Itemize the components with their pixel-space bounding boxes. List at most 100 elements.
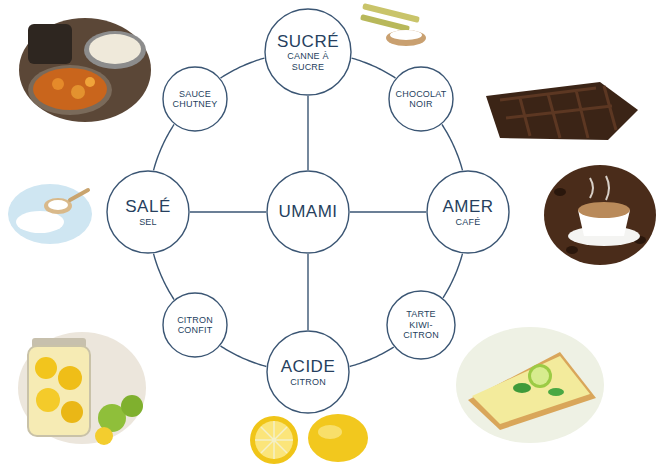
example-label: SEL: [125, 217, 170, 227]
circle-body: AMERCAFÉ: [426, 170, 510, 254]
mango-piece: [85, 77, 95, 87]
chocolate-photo: [486, 82, 638, 140]
example-label: CITRON: [281, 377, 335, 387]
circle-body: SALÉSEL: [106, 170, 190, 254]
tart-filling: [472, 356, 590, 424]
lemon-segments: [255, 421, 293, 459]
circle-content: SAUCE CHUTNEY: [169, 89, 222, 110]
circle-shape: [163, 293, 227, 357]
circle-body: UMAMI: [266, 170, 350, 254]
ring-connector: [190, 211, 266, 212]
spoon-bowl: [44, 198, 72, 214]
photo-ground: [8, 184, 92, 244]
coffee-bean: [554, 188, 566, 196]
chocolate-grooves: [500, 86, 616, 138]
chocolate-bar: [486, 82, 638, 140]
lemon: [58, 366, 82, 390]
circle-content: CITRON CONFIT: [169, 315, 222, 336]
dish-circle: CHOCOLAT NOIR: [388, 66, 454, 132]
circle-content: TARTE KIWI-CITRON: [395, 309, 448, 340]
circle-body: SUCRÉCANNE À SUCRE: [264, 8, 352, 96]
lemon: [95, 427, 113, 445]
example-label: SAUCE CHUTNEY: [169, 89, 222, 110]
lemon: [36, 388, 60, 412]
circle-content: AMERCAFÉ: [442, 197, 493, 227]
ring-connector: [220, 346, 266, 367]
lime-tart-photo: [456, 327, 604, 443]
ring-connector: [154, 254, 175, 300]
mint-leaf: [513, 383, 531, 393]
spoon-salt: [48, 200, 68, 210]
example-label: CHOCOLAT NOIR: [395, 89, 448, 110]
lemon-flesh: [255, 421, 293, 459]
lemon: [308, 414, 368, 462]
lime: [121, 395, 143, 417]
chutney-photo: [19, 18, 151, 122]
flavour-circle: SALÉSEL: [106, 170, 190, 254]
flavour-name: SALÉ: [125, 197, 170, 217]
ring-connector: [307, 96, 308, 170]
lemon: [61, 401, 83, 423]
circle-content: CHOCOLAT NOIR: [395, 89, 448, 110]
tart-crust: [468, 352, 596, 430]
ring-connector: [350, 211, 426, 212]
bowl-rim: [28, 65, 112, 115]
photo-ground: [456, 327, 604, 443]
flavour-name: ACIDE: [281, 357, 335, 377]
flavour-circle: AMERCAFÉ: [426, 170, 510, 254]
circle-shape: [267, 171, 349, 253]
ring-connector: [443, 254, 462, 298]
circle-content: UMAMI: [278, 202, 337, 222]
example-label: CITRON CONFIT: [169, 315, 222, 336]
lemons-photo: [250, 414, 368, 464]
circle-body: ACIDECITRON: [266, 330, 350, 414]
mango-piece: [71, 85, 85, 99]
flavour-circle: UMAMI: [266, 170, 350, 254]
ring-connector: [350, 347, 394, 366]
dish-circle: CITRON CONFIT: [162, 292, 228, 358]
lemon: [35, 357, 57, 379]
pot: [28, 24, 72, 64]
flavour-name: AMER: [442, 197, 493, 217]
flavour-circle: SUCRÉCANNE À SUCRE: [264, 8, 352, 96]
lemon-half: [250, 416, 298, 464]
example-label: TARTE KIWI-CITRON: [395, 309, 448, 340]
spoon-handle: [70, 190, 88, 200]
mango-piece: [52, 78, 64, 90]
circle-body: CITRON CONFIT: [162, 292, 228, 358]
sugar-bowl: [386, 30, 426, 46]
circle-content: SALÉSEL: [125, 197, 170, 227]
cane-stick: [360, 14, 410, 32]
circle-shape: [107, 171, 189, 253]
bowl-rim: [84, 31, 146, 69]
salt-pile: [16, 211, 64, 233]
example-label: CAFÉ: [442, 217, 493, 227]
circle-body: TARTE KIWI-CITRON: [386, 290, 456, 360]
ring-connector: [307, 254, 308, 330]
flavour-circle: ACIDECITRON: [266, 330, 350, 414]
circle-body: CHOCOLAT NOIR: [388, 66, 454, 132]
circle-shape: [163, 67, 227, 131]
sugar: [390, 30, 422, 40]
sugar-cane-photo: [360, 3, 426, 46]
flavour-name: SUCRÉ: [275, 32, 342, 52]
lemon-shine: [318, 425, 342, 439]
white-sauce: [89, 34, 141, 64]
photo-ground: [19, 18, 151, 122]
circle-shape: [265, 9, 351, 95]
ring-connector: [442, 124, 463, 170]
circle-shape: [427, 171, 509, 253]
photo-ground: [544, 165, 656, 265]
mint-leaf: [548, 388, 564, 396]
lime-flesh: [531, 367, 549, 385]
example-label: CANNE À SUCRE: [275, 51, 342, 72]
circle-content: SUCRÉCANNE À SUCRE: [275, 32, 342, 72]
photo-ground: [18, 332, 146, 444]
preserved-lemons-photo: [18, 332, 146, 445]
ring-connector: [154, 124, 175, 170]
coffee-photo: [544, 165, 656, 265]
jar: [28, 346, 90, 436]
steam: [590, 176, 609, 200]
